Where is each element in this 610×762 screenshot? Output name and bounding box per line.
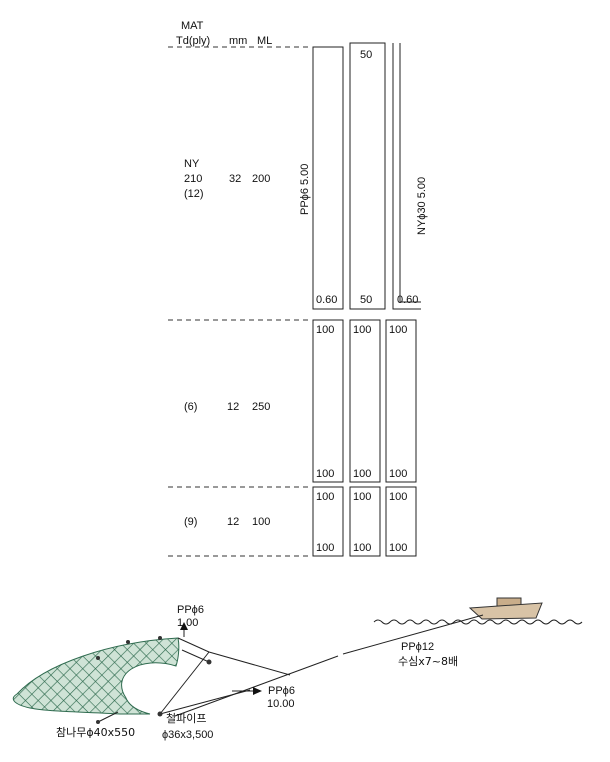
section1-right-rope: [392, 43, 421, 310]
section3-middle-bottom-value: 100: [353, 542, 371, 554]
section3-ml: 100: [252, 516, 270, 528]
net-body: [12, 637, 180, 715]
arrow-right-icon: [253, 687, 262, 695]
section3-right-panel: [385, 486, 417, 557]
section2-middle-panel: [349, 319, 381, 483]
section1-middle-top-value: 50: [360, 49, 372, 61]
iron-pipe-beam: [159, 651, 210, 715]
net-float: [126, 640, 130, 644]
section1-right-bottom-value: 0.60: [397, 294, 418, 306]
wood-bar-end: [96, 720, 100, 724]
section2-right-panel: [385, 319, 417, 483]
section2-ml: 250: [252, 401, 270, 413]
section2-left-bottom-value: 100: [316, 468, 334, 480]
iron-pipe-spec: ϕ36x3,500: [162, 729, 213, 741]
section3-right-bottom-value: 100: [389, 542, 407, 554]
section2-mm: 12: [227, 401, 239, 413]
section3-middle-panel: [349, 486, 381, 557]
section2-middle-top-value: 100: [353, 324, 371, 336]
section3-right-top-value: 100: [389, 491, 407, 503]
section2-right-top-value: 100: [389, 324, 407, 336]
section1-td: 210: [184, 173, 202, 185]
section1-middle-panel: [349, 42, 386, 310]
section1-mm: 32: [229, 173, 241, 185]
wood-bar-pointer: [97, 711, 119, 723]
frame-rope: [181, 649, 210, 663]
iron-pipe-label: 철파이프: [166, 712, 206, 725]
frame-sinker: [206, 659, 212, 665]
net-float: [158, 636, 162, 640]
bridle-upper: [208, 651, 291, 676]
tow-warp-lower: [174, 655, 339, 717]
float-rope-spec: PPϕ6: [177, 604, 204, 616]
section2-right-bottom-value: 100: [389, 468, 407, 480]
section1-left-bottom-value: 0.60: [316, 294, 337, 306]
pipe-end-weight: [157, 711, 163, 717]
section1-left-panel: [312, 46, 344, 310]
side-rope-length: 10.00: [267, 698, 295, 710]
section3-left-bottom-value: 100: [316, 542, 334, 554]
sea-surface: [373, 619, 583, 625]
float-rope-length: 1.00: [177, 617, 198, 629]
net-float: [96, 656, 100, 660]
section1-ml: 200: [252, 173, 270, 185]
header-mm: mm: [229, 35, 247, 47]
section3-mm: 12: [227, 516, 239, 528]
section3-ply: (9): [184, 516, 197, 528]
headline-rope: [177, 637, 210, 653]
arrow-up-icon: [180, 622, 188, 630]
section3-left-top-value: 100: [316, 491, 334, 503]
trawl-rig-illustration: [12, 597, 583, 724]
tow-warp-upper: [342, 614, 484, 655]
section3-middle-top-value: 100: [353, 491, 371, 503]
side-rope-spec: PPϕ6: [268, 685, 295, 697]
header-mat: MAT: [181, 20, 204, 32]
section2-ply: (6): [184, 401, 197, 413]
section2-middle-bottom-value: 100: [353, 468, 371, 480]
section2-left-top-value: 100: [316, 324, 334, 336]
oak-bar-label: 참나무ϕ40x550: [56, 726, 135, 739]
tow-rope-length: 수심x7~8배: [398, 655, 458, 668]
bridle-lower: [159, 689, 251, 715]
boat-icon: [468, 597, 543, 620]
section1-ply: (12): [184, 188, 204, 200]
left-rope-label: PPϕ6 5.00: [299, 164, 311, 215]
header-td: Td(ply): [176, 35, 210, 47]
section1-material: NY: [184, 158, 200, 170]
section2-left-panel: [312, 319, 344, 483]
section3-left-panel: [312, 486, 344, 557]
section1-middle-bottom-value: 50: [360, 294, 372, 306]
right-rope-label: NYϕ30 5.00: [416, 177, 428, 235]
header-ml: ML: [257, 35, 272, 47]
tow-rope-spec: PPϕ12: [401, 641, 434, 653]
